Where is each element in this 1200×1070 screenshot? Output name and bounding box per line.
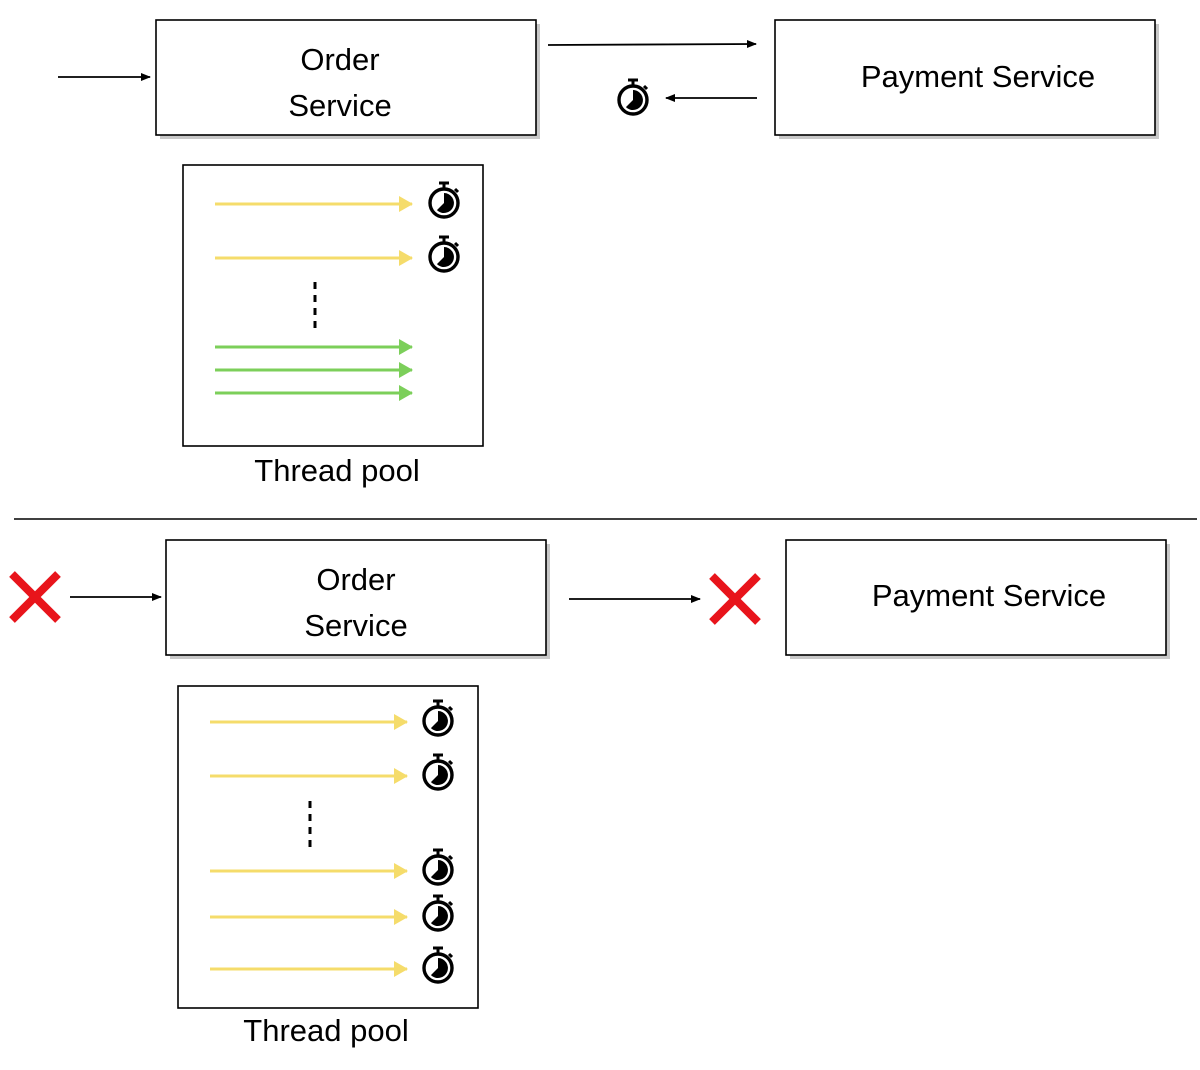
payment-service-label: Payment Service bbox=[861, 59, 1095, 94]
order-service-box: Order Service bbox=[165, 539, 550, 659]
thread-pool: Thread pool bbox=[182, 164, 484, 488]
order-service-label-line1: Order bbox=[316, 562, 395, 597]
thread-pool-caption: Thread pool bbox=[254, 453, 419, 488]
thread-pool-caption: Thread pool bbox=[243, 1013, 408, 1048]
thread-list bbox=[215, 181, 460, 401]
red-x-icon bbox=[9, 571, 61, 623]
payment-service-label: Payment Service bbox=[872, 578, 1106, 613]
thread-list bbox=[210, 699, 454, 984]
order-service-label-line2: Service bbox=[288, 88, 391, 123]
payment-service-box: Payment Service bbox=[774, 19, 1159, 139]
order-service-box: Order Service bbox=[155, 19, 540, 139]
red-x-icon bbox=[709, 573, 761, 625]
top-section: Order Service Payment Service Thread poo… bbox=[58, 19, 1159, 488]
bottom-section: Order Service Payment Service Thread poo… bbox=[9, 539, 1170, 1048]
request-to-payment-arrow bbox=[547, 40, 757, 49]
payment-service-box: Payment Service bbox=[785, 539, 1170, 659]
order-service-label-line2: Service bbox=[304, 608, 407, 643]
thread-pool: Thread pool bbox=[177, 685, 479, 1048]
thread-pool-frame bbox=[177, 685, 479, 1009]
stopwatch-icon bbox=[617, 78, 649, 116]
order-service-label-line1: Order bbox=[300, 42, 379, 77]
